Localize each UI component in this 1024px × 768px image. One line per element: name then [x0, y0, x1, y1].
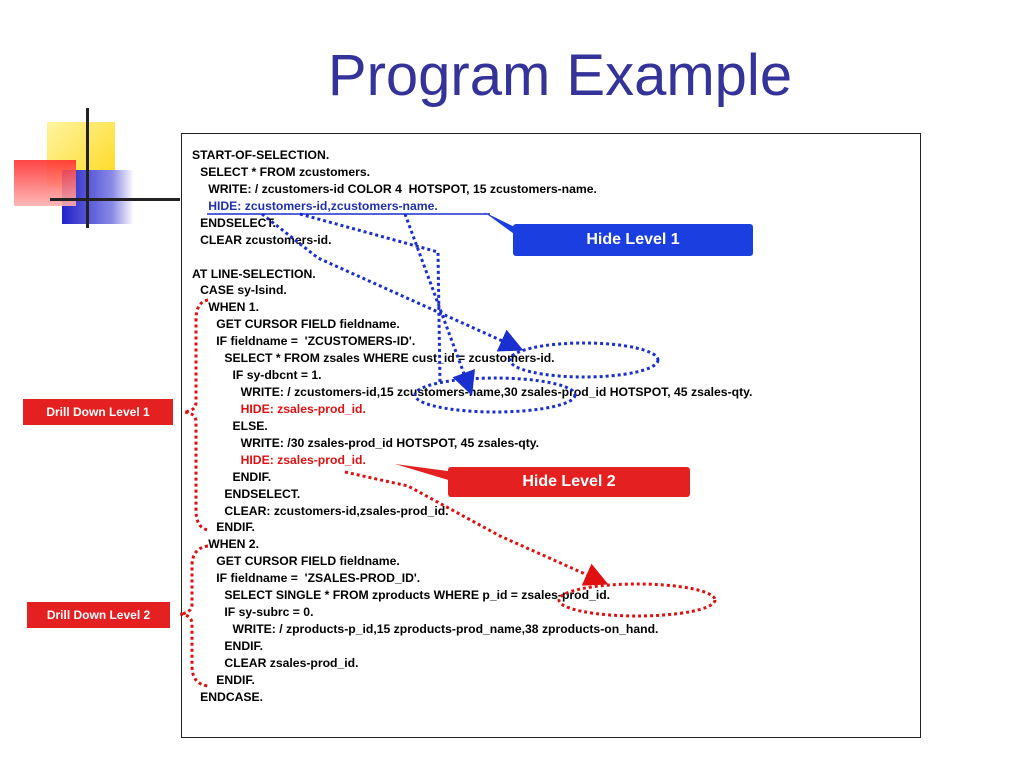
code-line: ENDCASE.: [200, 689, 264, 704]
code-line: ENDSELECT.: [224, 486, 301, 501]
code-line: START-OF-SELECTION.: [192, 148, 330, 162]
code-line: ELSE.: [232, 418, 268, 433]
hide-level-1-callout: Hide Level 1: [513, 224, 753, 256]
code-line: IF sy-dbcnt = 1.: [232, 368, 322, 383]
code-line: SELECT * FROM zsales WHERE cust_id = zcu…: [224, 351, 555, 366]
code-line: WHEN 2.: [208, 537, 259, 552]
code-line: CLEAR: zcustomers-id,zsales-prod_id.: [224, 503, 449, 518]
code-line: GET CURSOR FIELD fieldname.: [216, 317, 400, 332]
code-line: AT LINE-SELECTION.: [192, 266, 316, 281]
code-line: IF sy-subrc = 0.: [224, 605, 314, 620]
blue-ellipse-zcustomers-id: [508, 341, 660, 379]
code-line: HIDE: zsales-prod_id.: [240, 401, 366, 416]
code-line: CLEAR zsales-prod_id.: [224, 655, 359, 670]
code-line: HIDE: zsales-prod_id.: [240, 452, 366, 467]
slide-title: Program Example: [327, 43, 793, 108]
drill-down-level-1-callout: Drill Down Level 1: [23, 399, 173, 425]
code-line: IF fieldname = 'ZSALES-PROD_ID'.: [216, 571, 421, 586]
blue-ellipse-write-fields: [413, 376, 577, 414]
code-line: ENDIF.: [232, 469, 272, 484]
code-line: WRITE: / zcustomers-id,15 zcustomers-nam…: [240, 385, 753, 400]
code-line: ENDIF.: [216, 672, 255, 687]
red-ellipse-zsales-prod-id: [557, 582, 717, 618]
code-line: CASE sy-lsind.: [200, 283, 287, 298]
code-line: CLEAR zcustomers-id.: [200, 232, 332, 247]
code-line: ENDSELECT.: [200, 215, 276, 230]
drill-down-level-2-bracket: [179, 544, 209, 688]
decorative-line-vertical: [86, 108, 89, 228]
code-line: SELECT SINGLE * FROM zproducts WHERE p_i…: [224, 588, 611, 603]
blue-arrow-to-write-fields: [403, 213, 476, 396]
code-line: WRITE: / zproducts-p_id,15 zproducts-pro…: [232, 622, 659, 637]
code-line: GET CURSOR FIELD fieldname.: [216, 554, 400, 569]
drill-down-level-1-bracket: [183, 298, 209, 532]
hide-level-2-callout: Hide Level 2: [448, 467, 690, 497]
code-line: WRITE: / zcustomers-id COLOR 4 HOTSPOT, …: [208, 181, 597, 196]
drill-down-level-2-callout: Drill Down Level 2: [27, 602, 170, 628]
hide-level-2-pointer: [395, 464, 455, 482]
decorative-line-horizontal: [50, 198, 180, 201]
red-arrow-to-prod-id: [344, 470, 609, 586]
code-line: WHEN 1.: [208, 300, 259, 315]
code-line: ENDIF.: [224, 638, 263, 653]
code-line: ENDIF.: [216, 520, 255, 535]
code-line: WRITE: /30 zsales-prod_id HOTSPOT, 45 zs…: [240, 435, 540, 450]
code-line: SELECT * FROM zcustomers.: [200, 164, 371, 179]
code-line: HIDE: zcustomers-id,zcustomers-name.: [208, 198, 438, 213]
code-line: IF fieldname = 'ZCUSTOMERS-ID'.: [216, 334, 416, 349]
blue-arrow-to-cust-id: [261, 212, 524, 352]
blue-arrow-to-write-fields-2: [299, 212, 442, 385]
